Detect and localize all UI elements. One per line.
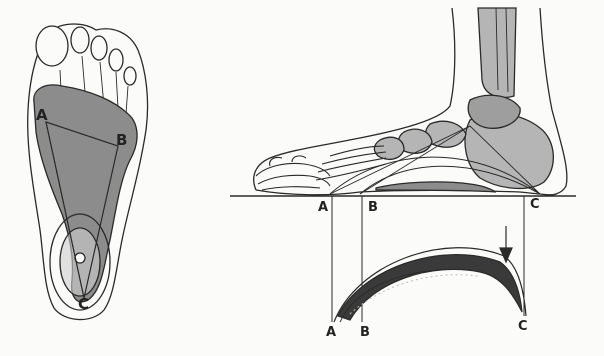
arch-label-b: B [368,201,378,214]
arch-shading [376,182,496,192]
talus [468,95,520,128]
projection-label-a: A [326,326,336,339]
sole-view [28,24,148,320]
toe-5 [124,67,136,85]
leg-outline [254,8,455,190]
arch-spring [334,226,526,322]
sole-underside [256,190,556,195]
toe-4 [109,49,123,71]
toes-side [256,156,330,190]
sole-label-b: B [116,133,127,148]
sole-label-c: C [78,297,89,312]
side-view [230,8,576,196]
toe-3 [91,36,107,60]
projection-label-c: C [518,320,528,333]
arch-label-a: A [318,201,328,214]
toe-2 [71,27,89,53]
arch-band [338,255,522,320]
big-toe [36,26,68,66]
sole-label-a: A [36,108,48,123]
arch-label-c: C [530,198,540,211]
projection-label-b: B [360,326,370,339]
midfoot-bones [374,121,466,159]
